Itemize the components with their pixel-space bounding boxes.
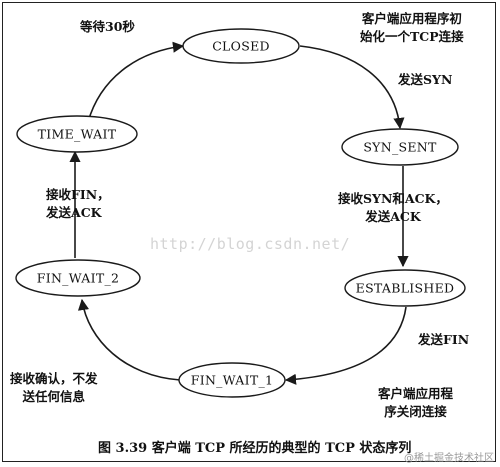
figure-caption: 图 3.39 客户端 TCP 所经历的典型的 TCP 状态序列 — [98, 441, 412, 456]
label-recv-ack-line2: 送任何信息 — [22, 389, 86, 404]
arrow-established-to-fin-wait-1 — [284, 306, 407, 385]
state-syn-sent-label: SYN_SENT — [363, 139, 437, 155]
state-time-wait-label: TIME_WAIT — [37, 126, 117, 142]
state-closed-label: CLOSED — [212, 38, 270, 54]
label-send-fin: 发送FIN — [418, 332, 470, 347]
label-app-init-line1: 客户端应用程序初 — [361, 11, 462, 26]
state-established — [344, 269, 466, 307]
label-send-syn: 发送SYN — [398, 72, 453, 87]
label-recv-fin-line1: 接收FIN， — [46, 187, 110, 202]
arrow-closed-to-syn-sent — [299, 45, 405, 130]
label-recv-fin-line2: 发送ACK — [46, 205, 102, 220]
figure-frame — [2, 2, 496, 462]
state-fin-wait-1-label: FIN_WAIT_1 — [190, 372, 274, 388]
state-time-wait — [16, 115, 138, 153]
label-recv-ack-line1: 接收确认，不发 — [10, 371, 98, 386]
label-recv-fin: 接收FIN， 发送ACK — [46, 186, 110, 222]
label-wait-30s: 等待30秒 — [80, 19, 135, 34]
label-recv-ack: 接收确认，不发 送任何信息 — [10, 370, 98, 406]
label-app-close-line1: 客户端应用程 — [378, 386, 454, 401]
arrow-time-wait-to-closed — [87, 41, 185, 123]
corner-watermark: @稀土掘金技术社区 — [404, 453, 494, 464]
state-fin-wait-1 — [178, 362, 286, 398]
state-fin-wait-2 — [15, 259, 141, 297]
state-fin-wait-2-label: FIN_WAIT_2 — [36, 270, 120, 286]
state-syn-sent — [341, 128, 459, 166]
state-established-label: ESTABLISHED — [355, 280, 455, 296]
label-app-close-line2: 序关闭连接 — [384, 404, 447, 419]
arrow-fin-wait-1-to-fin-wait-2 — [77, 298, 181, 381]
label-app-init: 客户端应用程序初 始化一个TCP连接 — [360, 10, 464, 46]
label-recv-synack-line2: 发送ACK — [365, 209, 421, 224]
blog-watermark: http://blog.csdn.net/ — [150, 235, 351, 253]
label-app-init-line2: 始化一个TCP连接 — [360, 29, 464, 44]
label-app-close: 客户端应用程 序关闭连接 — [378, 385, 453, 421]
label-recv-synack: 接收SYN和ACK， 发送ACK — [338, 190, 448, 226]
state-closed — [182, 28, 300, 64]
label-recv-synack-line1: 接收SYN和ACK， — [338, 191, 448, 206]
